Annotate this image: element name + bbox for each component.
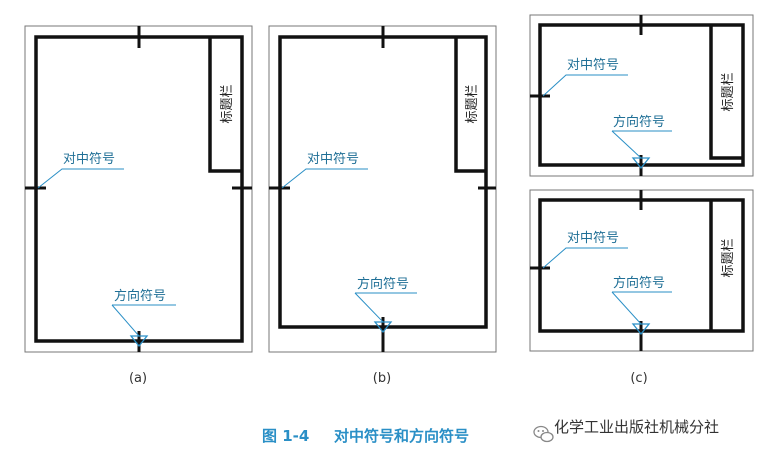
title-block-b [454, 37, 486, 173]
caption-a: (a) [129, 371, 147, 386]
centering-leader-c-top [542, 74, 628, 97]
diagram-c-bottom: 标题栏 对中符号 方向符号 (c) [529, 189, 754, 386]
direction-leader-c-bottom [611, 291, 642, 325]
title-block-label-b: 标题栏 [465, 84, 480, 123]
direction-leader-b [354, 292, 384, 323]
title-block-label-c-bottom: 标题栏 [721, 238, 736, 277]
diagram-a: 标题栏 对中符号 方向符号 (a) [24, 25, 253, 386]
title-block-c-top [709, 25, 743, 160]
caption-b: (b) [373, 371, 391, 386]
watermark-text: 化学工业出版社机械分社 [554, 418, 719, 436]
direction-label-b: 方向符号 [357, 276, 409, 292]
centering-leader-c-bottom [542, 247, 628, 269]
title-block-a [208, 37, 242, 173]
centering-leader-a [37, 168, 124, 189]
centering-label-c-bottom: 对中符号 [567, 230, 619, 246]
direction-leader-c-top [611, 130, 642, 159]
direction-label-c-bottom: 方向符号 [613, 275, 665, 291]
centering-leader-b [281, 168, 368, 189]
sheet-edge-c-top [529, 14, 754, 177]
diagram-c-top: 标题栏 对中符号 方向符号 [529, 14, 754, 177]
sheet-edge-b [268, 25, 497, 353]
centering-label-b: 对中符号 [307, 151, 359, 167]
direction-label-a: 方向符号 [114, 288, 166, 304]
title-block-label-c-top: 标题栏 [721, 72, 736, 111]
figure-title: 对中符号和方向符号 [334, 427, 469, 445]
direction-label-c-top: 方向符号 [613, 114, 665, 130]
wechat-icon [533, 425, 554, 443]
figure-number: 图 1-4 [262, 427, 309, 445]
centering-label-c-top: 对中符号 [567, 57, 619, 73]
title-block-label-a: 标题栏 [220, 84, 235, 123]
direction-leader-a [111, 304, 140, 337]
centering-label-a: 对中符号 [63, 151, 115, 167]
diagram-b: 标题栏 对中符号 方向符号 (b) [268, 25, 497, 386]
caption-c: (c) [630, 371, 647, 386]
